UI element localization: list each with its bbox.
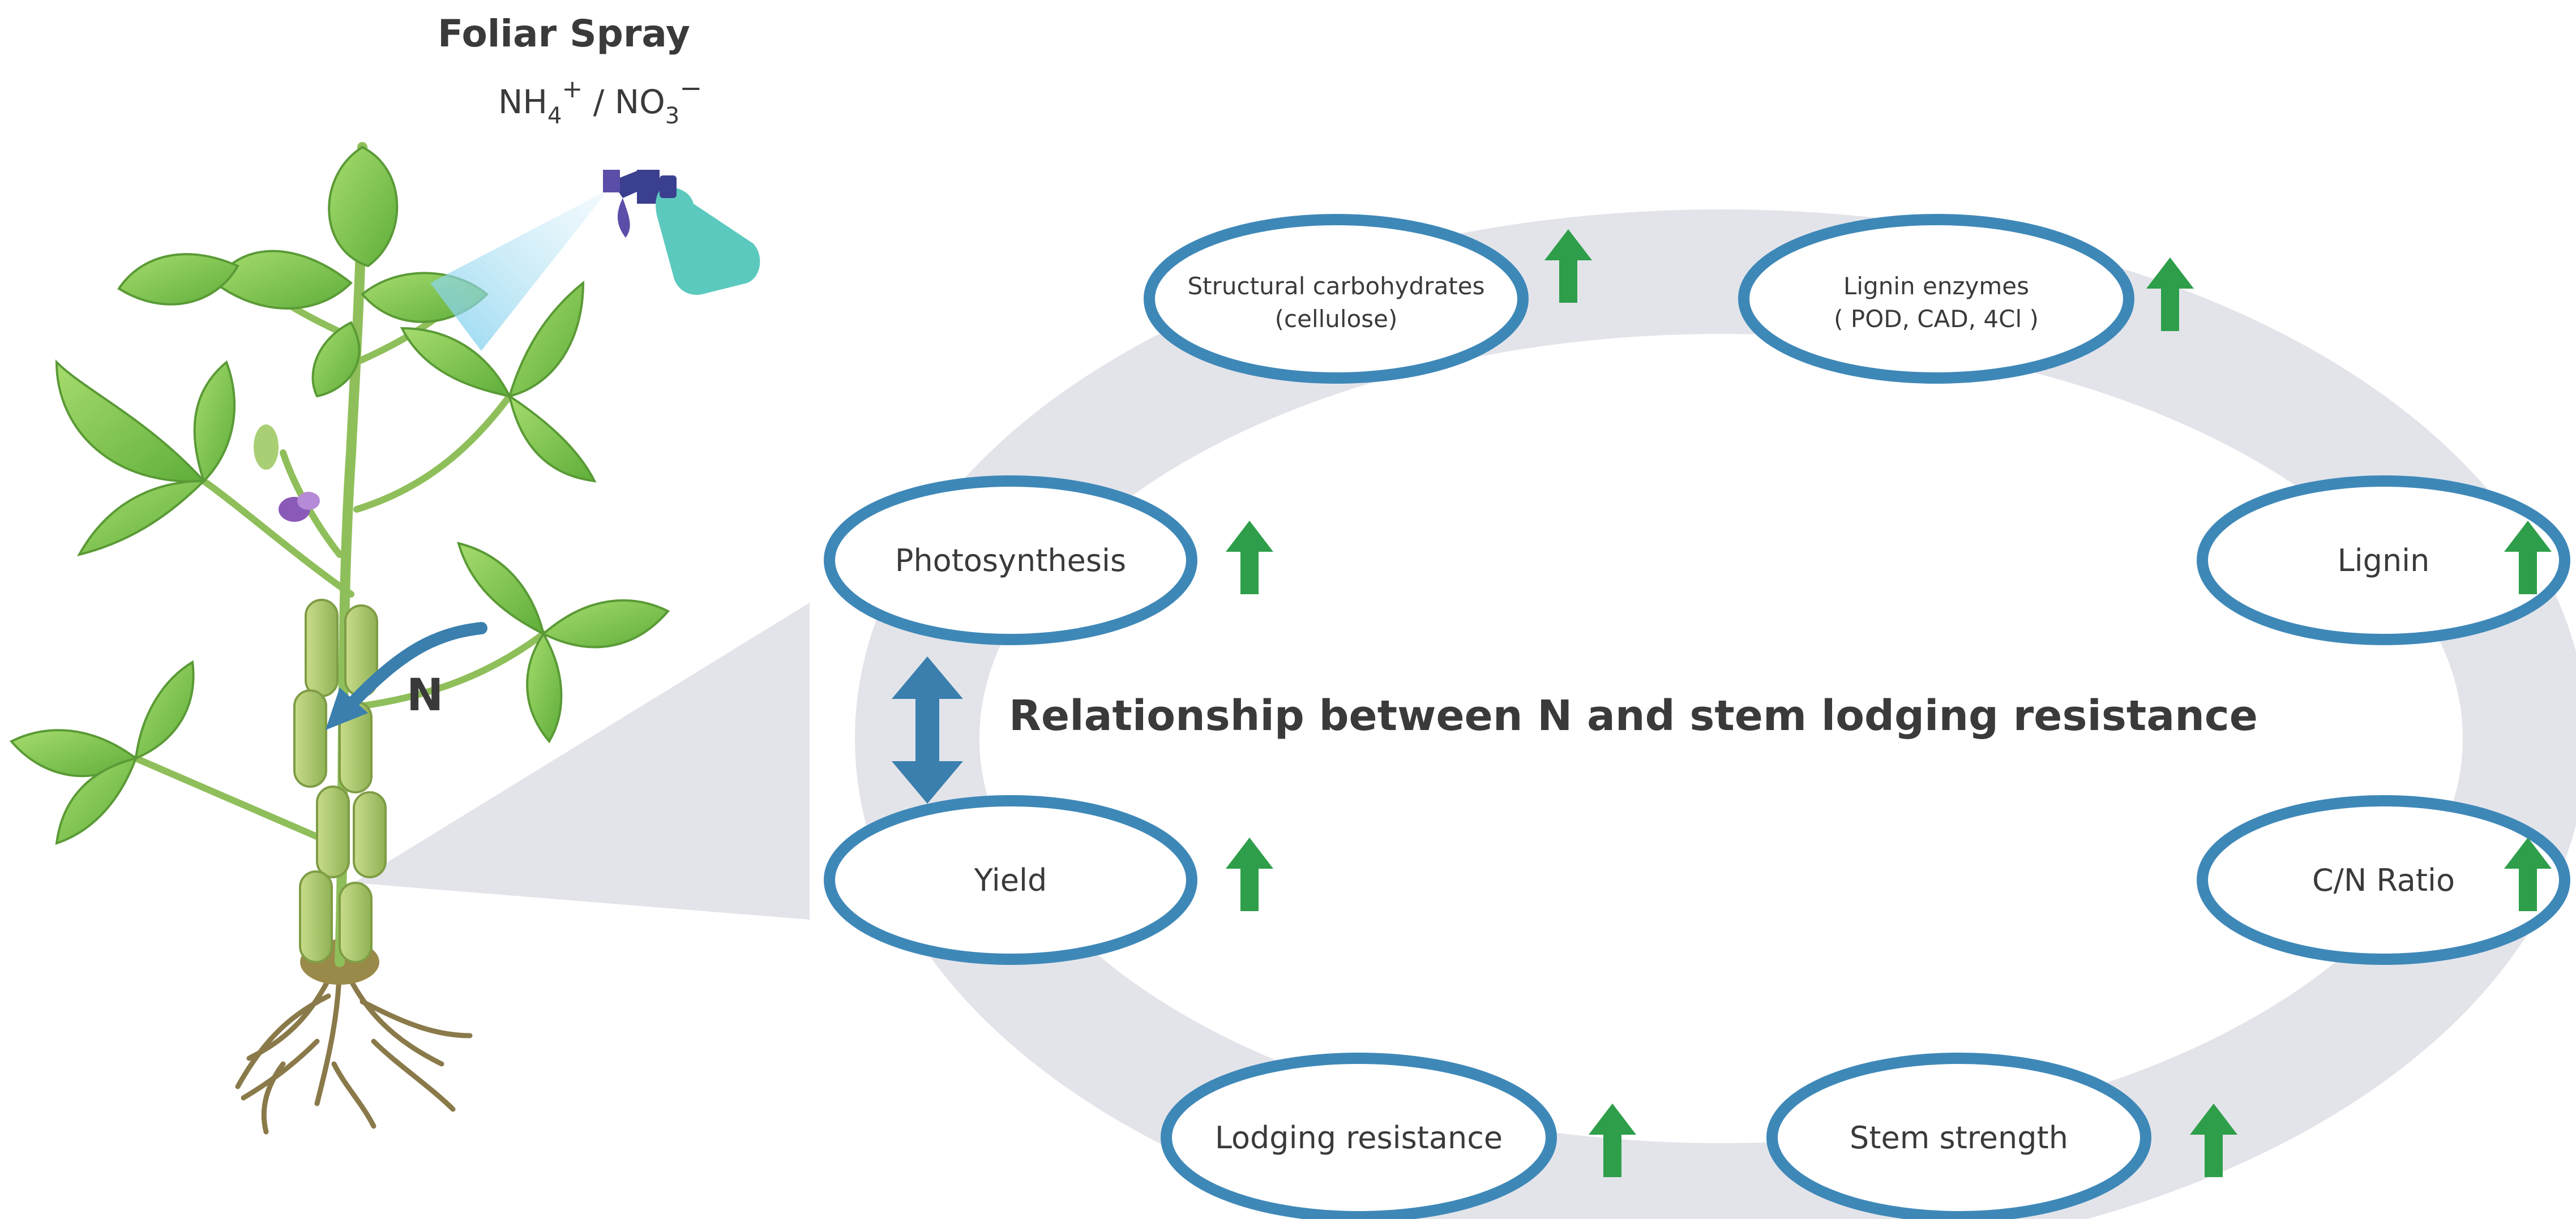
leaf [134,660,195,761]
increase-arrow-icon [2504,838,2552,911]
node-ellipse [2197,475,2570,645]
node-label: Structural carbohydrates [1188,272,1485,300]
node-ellipse [2197,795,2570,965]
node-photosynthesis: Photosynthesis [824,475,1273,645]
n-label: N [406,670,443,721]
increase-arrow-icon [1226,838,1273,911]
node-sublabel: (cellulose) [1275,305,1398,333]
pod [339,882,373,963]
pod [316,786,350,878]
node-ellipse [824,475,1197,645]
ion-separator: / NO [583,83,665,121]
node-structural: Structural carbohydrates (cellulose) [1144,214,1592,384]
node-ellipse [824,795,1197,965]
node-lignin: Lignin [2197,475,2570,645]
n-uptake-arrowhead [326,688,368,730]
node-label: C/N Ratio [2312,862,2455,898]
pod [305,599,339,697]
node-label: Yield [974,862,1047,898]
node-label: Lodging resistance [1215,1120,1503,1156]
leaf [117,253,239,306]
leaf [508,280,585,398]
node-lignin-enzymes: Lignin enzymes ( POD, CAD, 4Cl ) [1738,214,2194,384]
increase-arrow-icon [1589,1104,1636,1177]
ion2-sub: 3 [665,103,679,129]
n-uptake-arrow [339,622,487,716]
ion1-base: NH [498,83,547,121]
double-arrow [892,656,963,804]
spray-ions: NH4+ / NO3− [498,72,702,129]
leaf [311,321,361,398]
leaf [55,757,138,845]
increase-arrow-icon [2504,521,2552,594]
leaf [507,393,597,483]
node-stem-strength: Stem strength [1766,1053,2237,1219]
leaf [193,360,236,483]
node-label: Lignin [2338,543,2430,578]
foliar-spray-title: Foliar Spray [438,12,690,55]
node-cn-ratio: C/N Ratio [2197,795,2570,965]
node-lodging-resistance: Lodging resistance [1161,1053,1636,1219]
leaf [457,542,545,636]
ion1-sub: 4 [547,103,562,129]
node-ellipse [1738,214,2134,384]
ion1-sup: + [562,75,583,104]
node-yield: Yield [824,795,1273,965]
node-label: Lignin enzymes [1843,272,2029,300]
leaf [55,359,207,483]
increase-arrow-icon [1226,521,1273,594]
spray-mist [430,190,609,351]
increase-arrow-icon [2146,257,2194,331]
zoom-wedge [354,603,810,920]
node-label: Stem strength [1850,1120,2068,1156]
roots [235,954,473,1135]
leaf [400,327,512,398]
node-label: Photosynthesis [895,543,1126,578]
increase-arrow-icon [1544,229,1592,303]
spray-bottle [603,170,760,295]
soybean-plant: N [9,142,670,1135]
pod [353,791,387,878]
ion2-sup: − [679,72,702,104]
increase-arrow-icon [2190,1104,2237,1177]
flower [254,424,320,522]
node-ellipse [1766,1053,2151,1219]
center-title: Relationship between N and stem lodging … [1009,692,2258,740]
leaf [77,479,207,557]
node-sublabel: ( POD, CAD, 4Cl ) [1834,305,2039,333]
node-ellipse [1144,214,1529,384]
leaf [328,145,399,268]
leaf [541,599,670,649]
node-ellipse [1161,1053,1557,1219]
leaf [213,250,353,310]
leaf [526,632,563,744]
pod [299,870,333,963]
pod [293,689,327,788]
